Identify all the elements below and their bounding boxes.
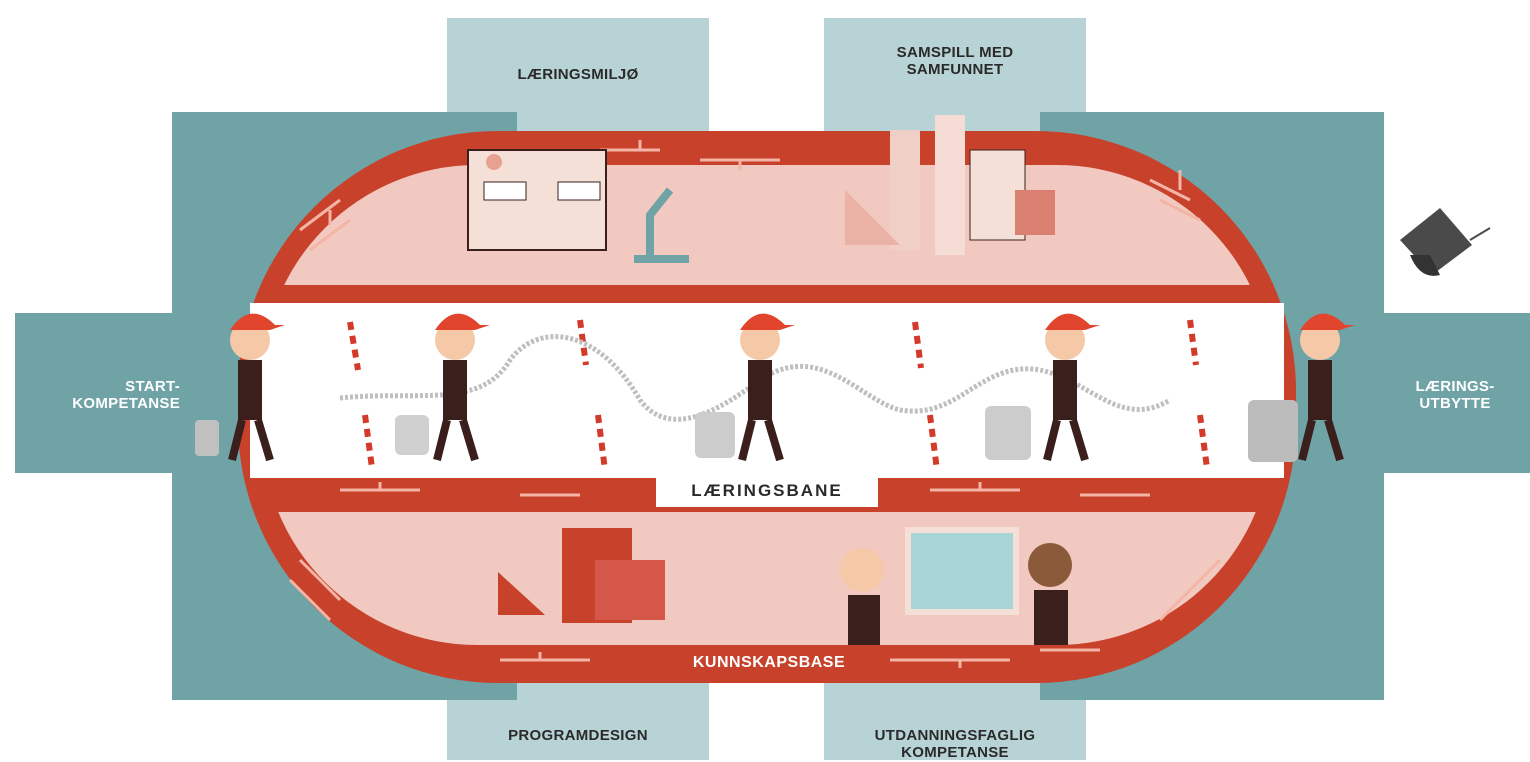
label-laeringsmiljo: LÆRINGSMILJØ: [517, 66, 639, 83]
student-figures: [195, 313, 1355, 462]
teachers-icon: [840, 527, 1072, 645]
knowledge-base-label: KUNNSKAPSBASE: [692, 654, 846, 671]
label-samspill-line1: SAMSPILL MED: [896, 44, 1014, 61]
brick-pattern: [288, 140, 1222, 668]
label-samspill-med-samfunnet: SAMSPILL MED SAMFUNNET: [824, 44, 1086, 79]
label-utdanning-line2: KOMPETANSE: [901, 744, 1009, 762]
label-utdanningsfaglig-kompetanse: UTDANNINGSFAGLIG KOMPETANSE: [824, 727, 1086, 762]
label-start-line2: KOMPETANSE: [72, 395, 180, 413]
left-arm-panel: [15, 313, 215, 473]
graduation-cap-icon: [1400, 208, 1491, 276]
lane-markers: [347, 319, 1210, 471]
right-arm-panel: [1360, 313, 1530, 473]
track-label: LÆRINGSBANE: [656, 475, 878, 507]
label-laeringsutbytte: LÆRINGS- UTBYTTE: [1395, 378, 1515, 413]
city-buildings-icon: [845, 115, 1055, 255]
label-startkompetanse: START- KOMPETANSE: [18, 378, 180, 413]
school-building-icon: [467, 149, 607, 251]
label-utbytte-line2: UTBYTTE: [1419, 395, 1491, 413]
program-blocks-icon: [498, 528, 665, 623]
label-utdanning-line1: UTDANNINGSFAGLIG: [874, 727, 1036, 744]
microscope-icon: [634, 187, 689, 263]
label-programdesign: PROGRAMDESIGN: [508, 727, 648, 744]
label-start-line1: START-: [125, 378, 180, 395]
upper-track-border: [262, 285, 1272, 305]
label-utbytte-line1: LÆRINGS-: [1415, 378, 1495, 395]
label-samspill-line2: SAMFUNNET: [906, 61, 1004, 79]
